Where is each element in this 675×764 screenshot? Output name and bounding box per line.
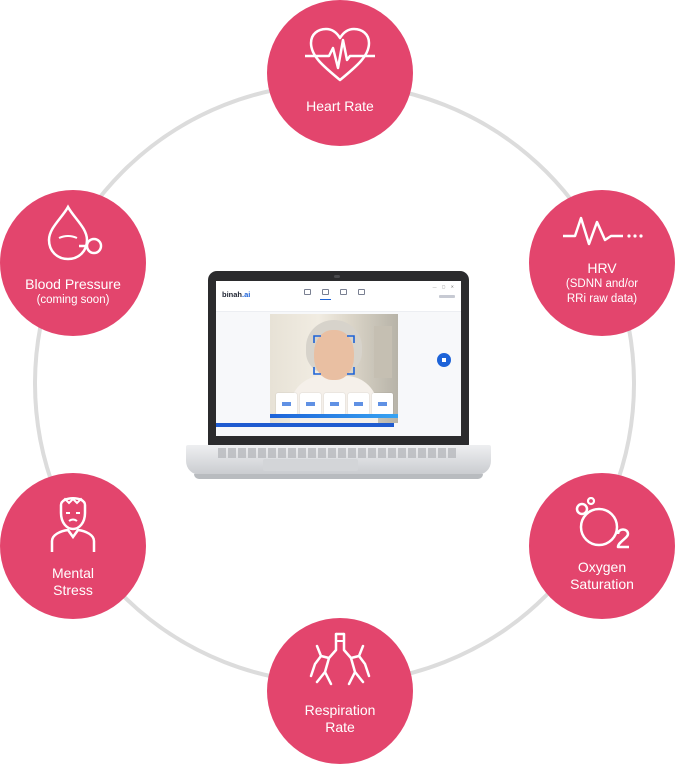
respiration-rate-label-line2: Rate (325, 719, 355, 735)
heart-rate-bubble: Heart Rate (267, 0, 413, 146)
laptop-illustration: binah.ai — ▢ ✕ (186, 271, 491, 481)
hrv-label: HRV (587, 260, 617, 276)
camera-feed (270, 314, 398, 423)
app-header: binah.ai — ▢ ✕ (216, 281, 461, 312)
nav-item-active (320, 289, 331, 300)
window-controls: — ▢ ✕ (432, 284, 456, 289)
vital-card (348, 393, 369, 415)
ecg-wave-icon (563, 216, 643, 246)
background-shelf (374, 326, 392, 378)
mental-stress-label-line1: Mental (51, 565, 95, 581)
blood-pressure-bubble: Blood Pressure (coming soon) (0, 190, 146, 336)
oxygen-saturation-bubble: Oxygen Saturation (529, 473, 675, 619)
laptop-screen: binah.ai — ▢ ✕ (216, 281, 461, 436)
laptop-lid: binah.ai — ▢ ✕ (208, 271, 469, 446)
user-badge (439, 295, 455, 298)
laptop-foot (194, 474, 483, 479)
vital-card (372, 393, 393, 415)
touchpad (263, 459, 358, 471)
brand-logo: binah.ai (222, 290, 250, 299)
nav-item (302, 289, 313, 300)
mental-stress-label-line2: Stress (53, 582, 93, 598)
mental-stress-bubble: Mental Stress (0, 473, 146, 619)
blood-drop-gauge-icon (47, 204, 103, 261)
hrv-note-line1: (SDNN and/or (565, 278, 639, 290)
heart-rate-label: Heart Rate (306, 98, 374, 114)
blood-pressure-note: (coming soon) (36, 294, 110, 306)
webcam (334, 275, 340, 278)
person-face (314, 330, 354, 380)
app-nav (302, 289, 367, 300)
vital-card (276, 393, 297, 415)
keyboard (218, 448, 458, 458)
stressed-person-icon (50, 497, 96, 552)
respiration-rate-bubble: Respiration Rate (267, 618, 413, 764)
nav-item (338, 289, 349, 300)
status-strip (216, 423, 394, 427)
nav-item (356, 289, 367, 300)
lungs-icon (309, 632, 371, 686)
heart-pulse-icon (305, 27, 375, 82)
vital-card (300, 393, 321, 415)
vital-card (324, 393, 345, 415)
oxygen-bubbles-icon (575, 497, 630, 549)
oxygen-saturation-label-line1: Oxygen (577, 559, 627, 575)
brand-prefix: binah (222, 290, 242, 299)
face-detection-frame (313, 335, 355, 375)
brand-suffix: .ai (242, 290, 251, 299)
stop-button (437, 353, 451, 367)
laptop-base (186, 445, 491, 475)
hrv-note-line2: RRi raw data) (566, 293, 638, 305)
hrv-bubble: HRV (SDNN and/or RRi raw data) (529, 190, 675, 336)
oxygen-saturation-label-line2: Saturation (570, 576, 634, 592)
scan-progress-bar (270, 414, 398, 418)
vital-cards (276, 393, 393, 415)
blood-pressure-label: Blood Pressure (25, 276, 121, 292)
respiration-rate-label-line1: Respiration (304, 702, 376, 718)
